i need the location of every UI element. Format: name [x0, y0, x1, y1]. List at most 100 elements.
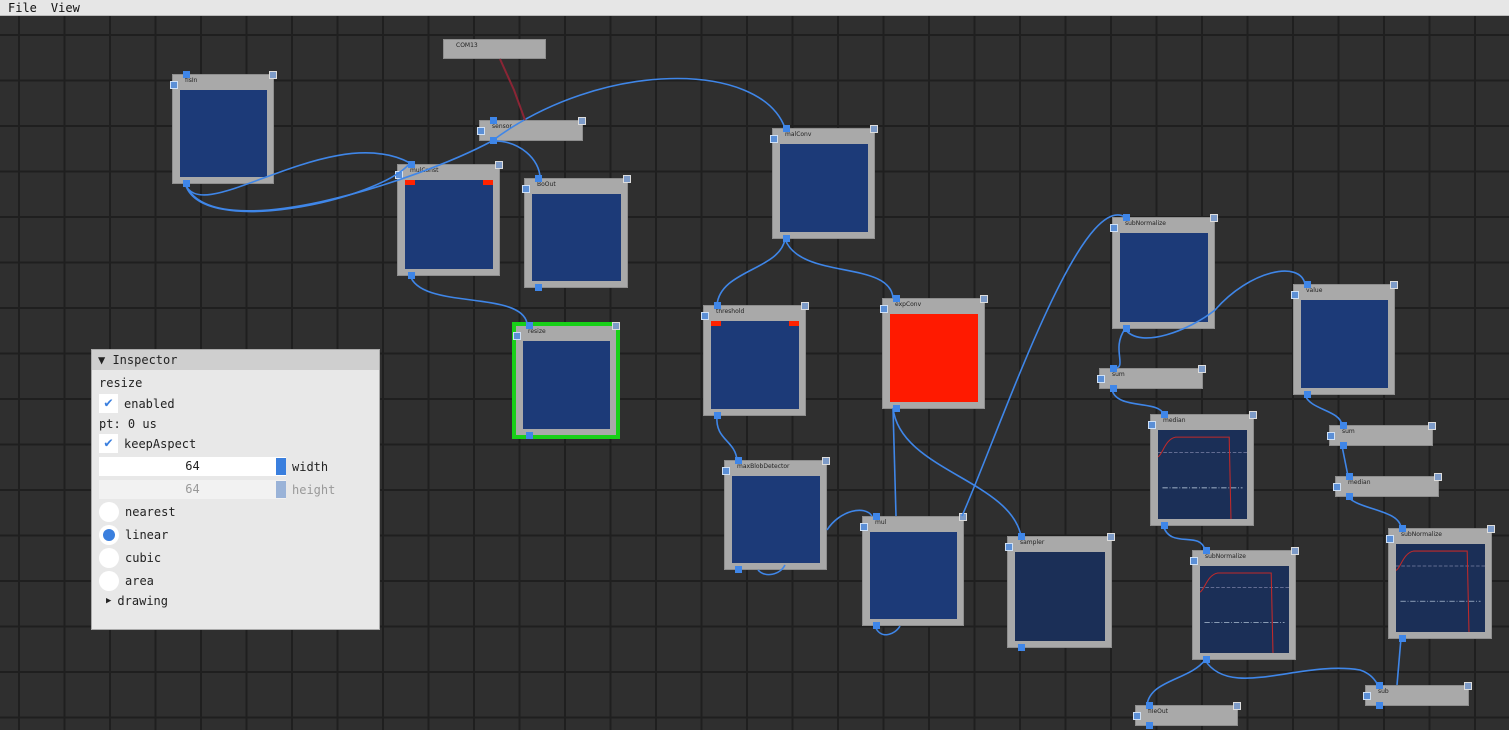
resize-handle-icon[interactable] [269, 71, 277, 79]
port[interactable] [1376, 702, 1383, 709]
port[interactable] [893, 295, 900, 302]
drawing-section[interactable]: ▶drawing [106, 594, 168, 608]
port[interactable] [1340, 442, 1347, 449]
collapse-icon[interactable] [522, 185, 530, 193]
resize-handle-icon[interactable] [612, 322, 620, 330]
radio-area[interactable] [99, 571, 119, 591]
resize-handle-icon[interactable] [1464, 682, 1472, 690]
port[interactable] [1203, 656, 1210, 663]
port[interactable] [714, 412, 721, 419]
expand-icon[interactable] [1097, 375, 1105, 383]
port[interactable] [735, 566, 742, 573]
port[interactable] [873, 622, 880, 629]
graph-node[interactable]: threshold [701, 302, 809, 419]
port[interactable] [1018, 644, 1025, 651]
collapse-icon[interactable] [860, 523, 868, 531]
resize-handle-icon[interactable] [1198, 365, 1206, 373]
collapse-icon[interactable] [1291, 291, 1299, 299]
collapse-icon[interactable] [722, 467, 730, 475]
collapse-icon[interactable] [395, 171, 403, 179]
collapse-icon[interactable] [170, 81, 178, 89]
port[interactable] [183, 180, 190, 187]
resize-handle-icon[interactable] [980, 295, 988, 303]
expand-icon[interactable] [1333, 483, 1341, 491]
resize-handle-icon[interactable] [1428, 422, 1436, 430]
port[interactable] [783, 125, 790, 132]
graph-node[interactable]: subNormalize [1110, 214, 1218, 332]
keep-aspect-checkbox[interactable]: ✔ [99, 434, 118, 453]
port[interactable] [735, 457, 742, 464]
port[interactable] [1346, 473, 1353, 480]
port[interactable] [535, 175, 542, 182]
graph-node[interactable]: value [1291, 281, 1398, 398]
port[interactable] [873, 513, 880, 520]
graph-node[interactable]: sum [1097, 365, 1206, 392]
graph-node[interactable]: mul [860, 513, 967, 629]
port[interactable] [1340, 422, 1347, 429]
collapse-icon[interactable] [1190, 557, 1198, 565]
port[interactable] [1304, 391, 1311, 398]
expand-icon[interactable] [1327, 432, 1335, 440]
resize-handle-icon[interactable] [578, 117, 586, 125]
enabled-checkbox[interactable]: ✔ [99, 394, 118, 413]
port[interactable] [1304, 281, 1311, 288]
resize-handle-icon[interactable] [1249, 411, 1257, 419]
graph-node[interactable]: mulConst [395, 161, 503, 279]
graph-node[interactable]: BoOut [522, 175, 631, 291]
expand-icon[interactable] [477, 127, 485, 135]
port[interactable] [1110, 385, 1117, 392]
resize-handle-icon[interactable] [801, 302, 809, 310]
port[interactable] [1161, 411, 1168, 418]
collapse-icon[interactable] [880, 305, 888, 313]
graph-node[interactable]: maxBlobDetector [722, 457, 830, 573]
collapse-icon[interactable] [513, 332, 521, 340]
collapse-icon[interactable] [1110, 224, 1118, 232]
resize-handle-icon[interactable] [959, 513, 967, 521]
graph-node[interactable]: median [1148, 411, 1257, 529]
menu-view[interactable]: View [50, 1, 80, 15]
resize-handle-icon[interactable] [1487, 525, 1495, 533]
graph-node[interactable]: subNormalize [1190, 547, 1299, 663]
resize-handle-icon[interactable] [1107, 533, 1115, 541]
collapse-icon[interactable] [1005, 543, 1013, 551]
resize-handle-icon[interactable] [870, 125, 878, 133]
width-slider[interactable]: 64 [99, 457, 286, 476]
port[interactable] [783, 235, 790, 242]
resize-handle-icon[interactable] [1291, 547, 1299, 555]
graph-node[interactable]: expConv [880, 295, 988, 412]
radio-linear[interactable] [99, 525, 119, 545]
radio-nearest[interactable] [99, 502, 119, 522]
resize-handle-icon[interactable] [1390, 281, 1398, 289]
resize-handle-icon[interactable] [623, 175, 631, 183]
port[interactable] [1376, 682, 1383, 689]
resize-handle-icon[interactable] [495, 161, 503, 169]
port[interactable] [526, 432, 533, 439]
graph-node[interactable]: COM13 [443, 39, 546, 59]
collapse-icon[interactable] [1386, 535, 1394, 543]
graph-node[interactable]: sensor [477, 117, 586, 144]
graph-node[interactable]: sampler [1005, 533, 1115, 651]
expand-icon[interactable] [1363, 692, 1371, 700]
resize-handle-icon[interactable] [1210, 214, 1218, 222]
graph-node[interactable]: sub [1363, 682, 1472, 709]
port[interactable] [1018, 533, 1025, 540]
port[interactable] [1399, 525, 1406, 532]
menu-file[interactable]: File [8, 1, 37, 15]
port[interactable] [1110, 365, 1117, 372]
graph-node[interactable]: sum [1327, 422, 1436, 449]
port[interactable] [408, 161, 415, 168]
collapse-icon[interactable] [1148, 421, 1156, 429]
radio-cubic[interactable] [99, 548, 119, 568]
collapse-icon[interactable] [701, 312, 709, 320]
collapse-icon[interactable] [770, 135, 778, 143]
port[interactable] [1146, 722, 1153, 729]
port[interactable] [1123, 214, 1130, 221]
port[interactable] [408, 272, 415, 279]
resize-handle-icon[interactable] [1233, 702, 1241, 710]
port[interactable] [1161, 522, 1168, 529]
port[interactable] [1399, 635, 1406, 642]
expand-icon[interactable] [1133, 712, 1141, 720]
resize-handle-icon[interactable] [822, 457, 830, 465]
graph-node[interactable]: fileOut [1133, 702, 1241, 729]
port[interactable] [1123, 325, 1130, 332]
